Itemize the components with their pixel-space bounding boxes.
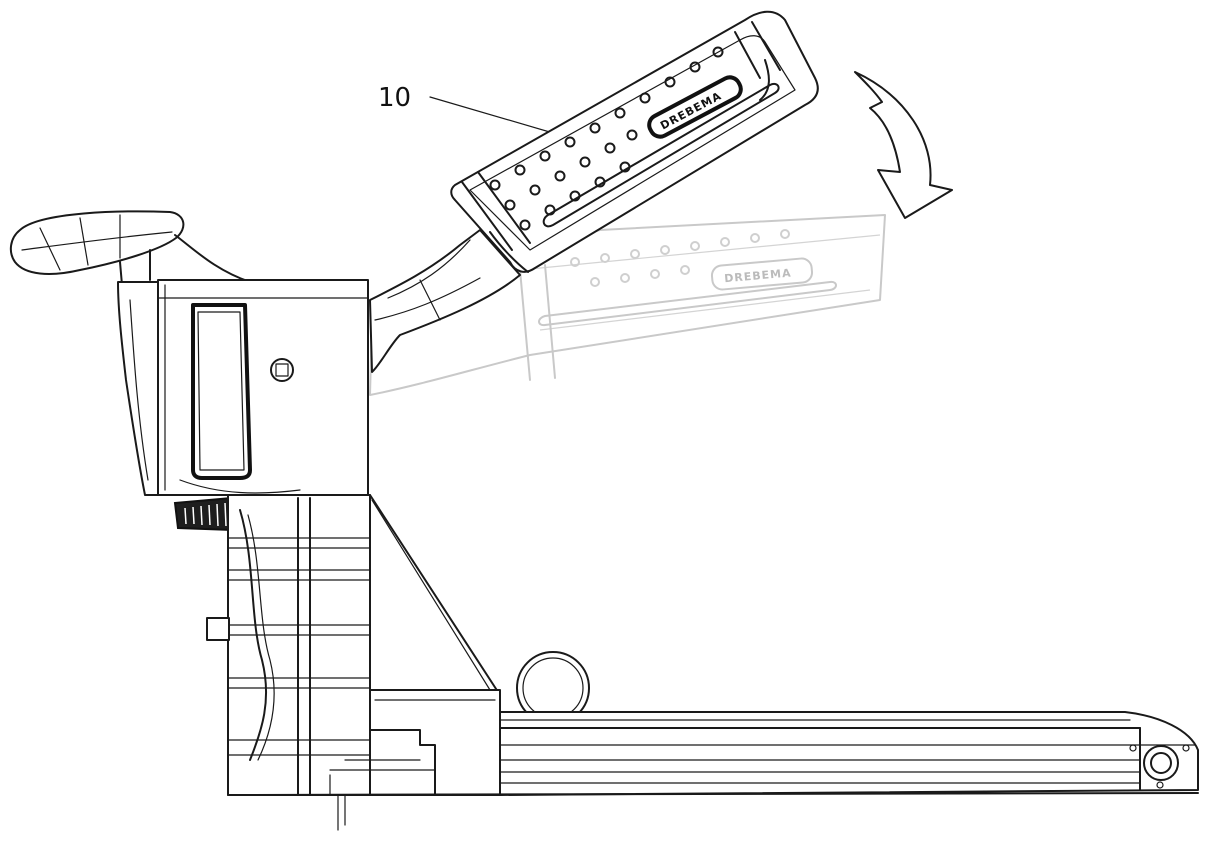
reference-callout: 10 xyxy=(378,83,561,136)
adjustment-knob xyxy=(173,496,233,532)
rail-end-pivot xyxy=(1129,744,1190,789)
ghost-brand-plate-text: DREBEMA xyxy=(724,266,792,285)
rear-lever xyxy=(9,210,251,286)
raised-handle: DREBEMA xyxy=(369,10,819,373)
reference-numeral-label: 10 xyxy=(378,83,411,113)
head-housing xyxy=(117,279,369,496)
bottom-baseline xyxy=(227,792,1199,831)
grip-dots xyxy=(489,46,724,231)
lower-body xyxy=(206,494,501,796)
leader-line xyxy=(429,96,561,136)
housing-screw xyxy=(270,358,294,382)
ghost-grip-dots xyxy=(570,229,790,287)
base-step xyxy=(329,689,501,796)
rotation-arrow xyxy=(854,71,953,219)
base-rail xyxy=(499,711,1199,796)
